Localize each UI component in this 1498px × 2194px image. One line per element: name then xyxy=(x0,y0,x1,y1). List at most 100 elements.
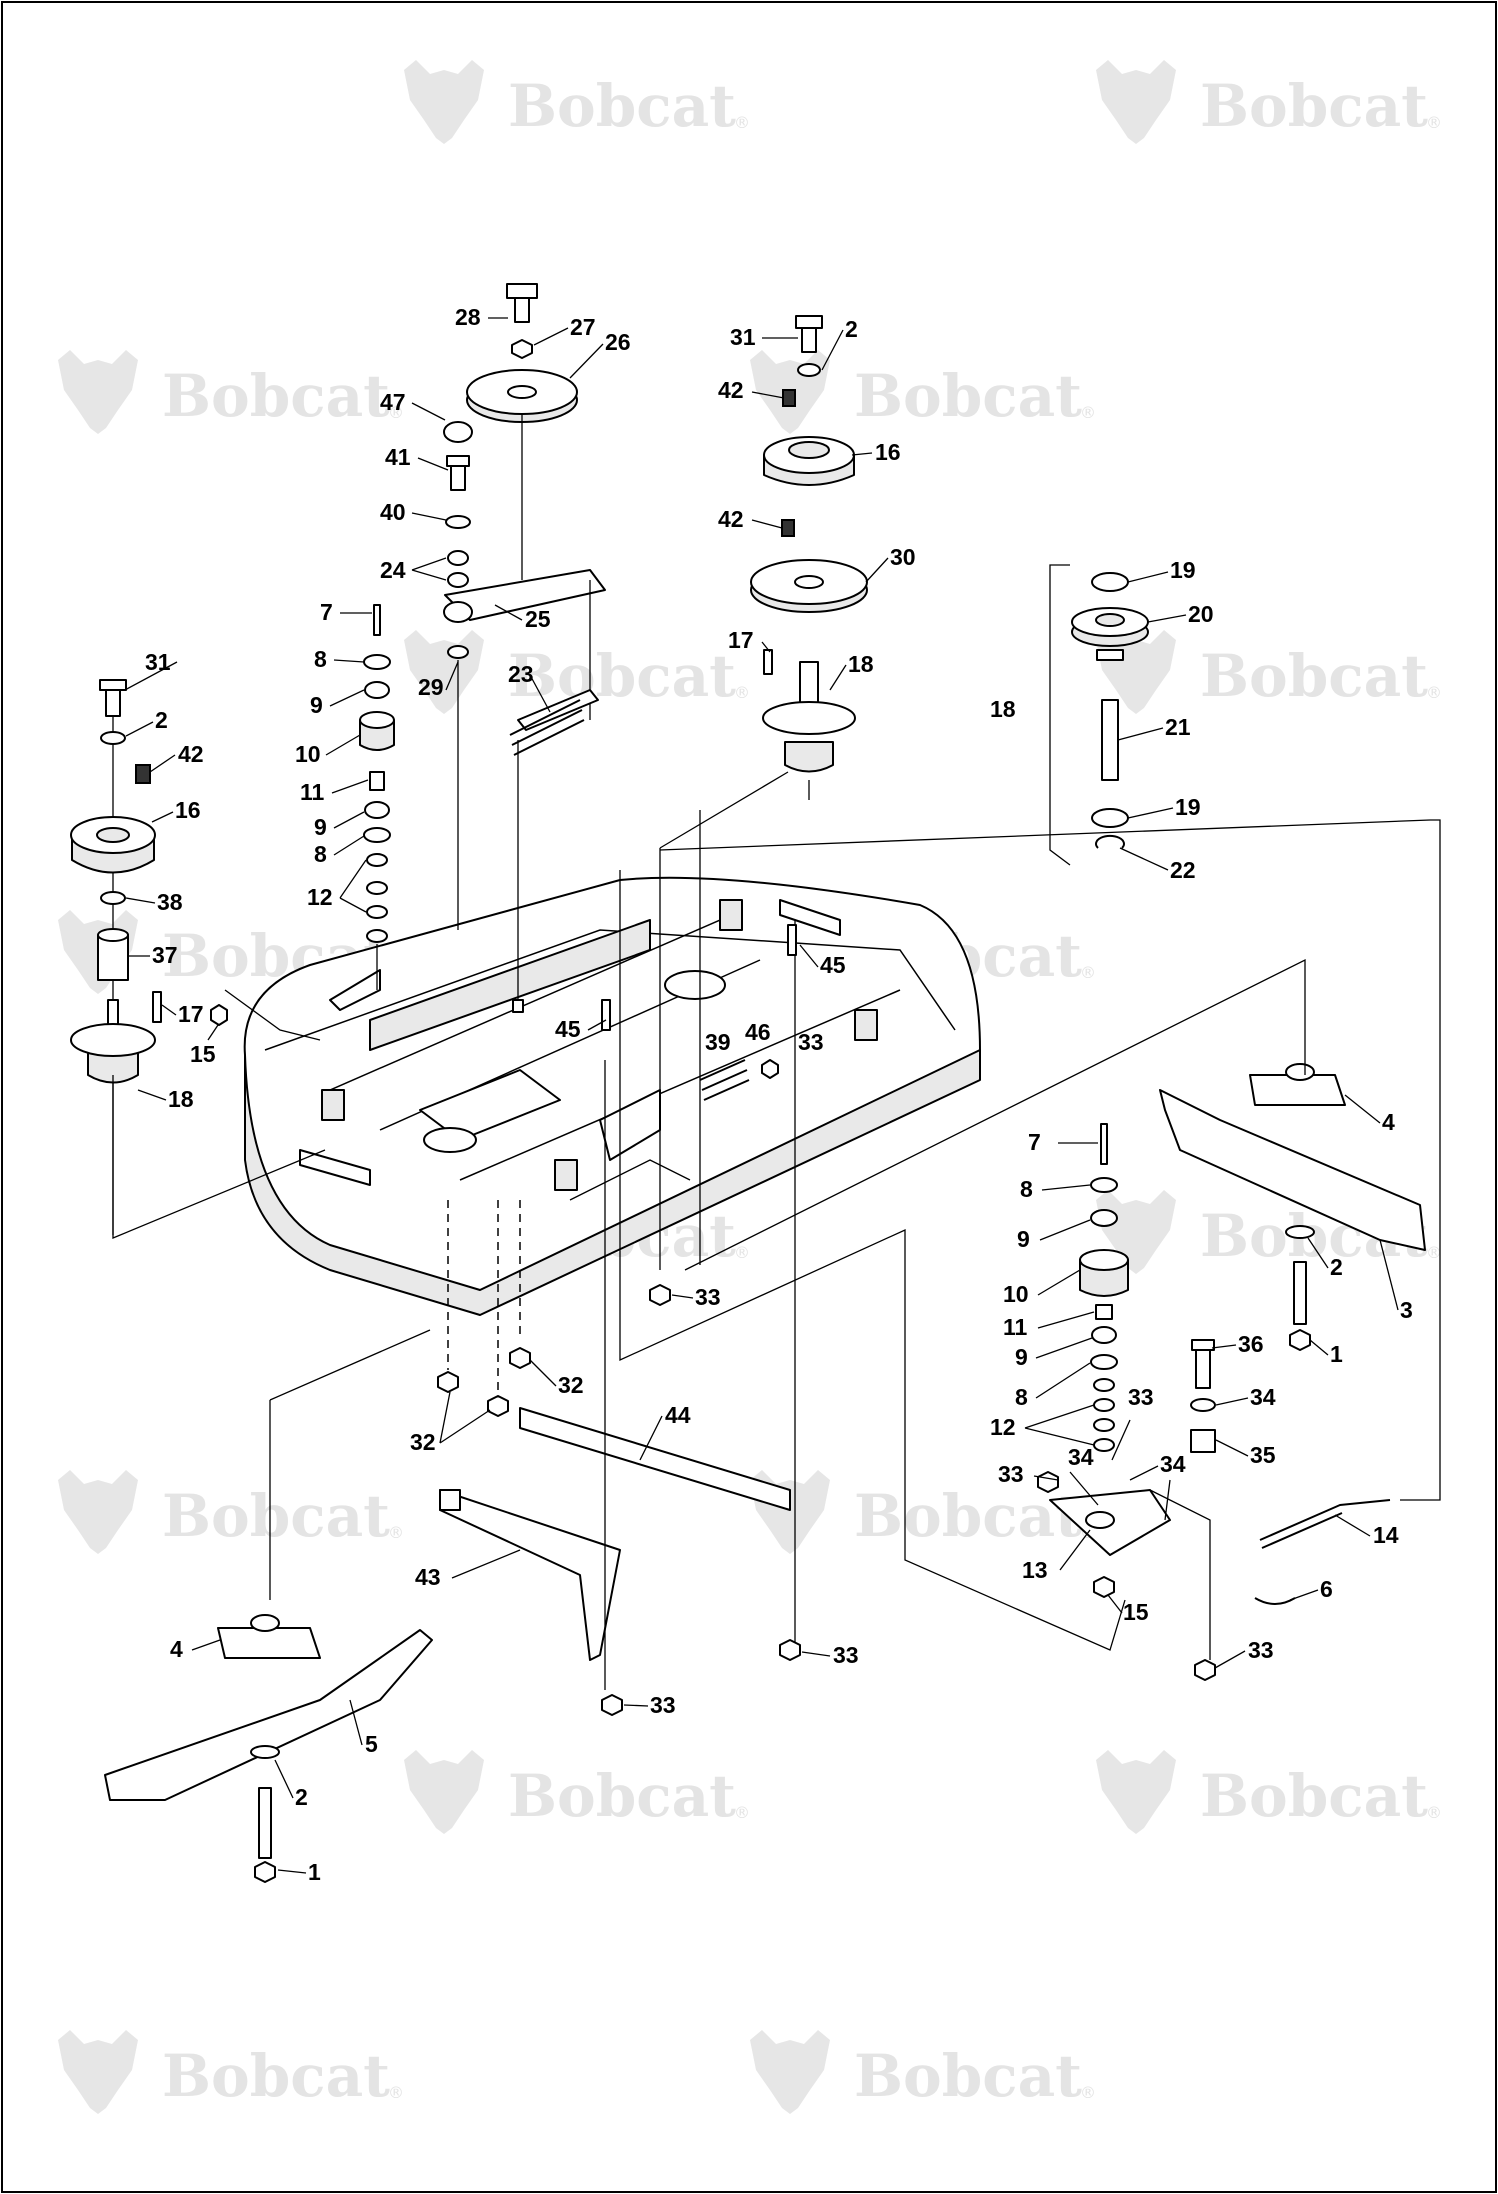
callout-33: 33 xyxy=(695,1284,721,1310)
callout-37: 37 xyxy=(152,942,178,968)
callout-leaders xyxy=(124,317,1399,1874)
callout-15: 15 xyxy=(1123,1599,1149,1625)
callout-2: 2 xyxy=(1330,1254,1343,1280)
callout-8: 8 xyxy=(314,841,327,867)
right-blade xyxy=(1159,1063,1426,1351)
callout-35: 35 xyxy=(1250,1442,1276,1468)
callout-33: 33 xyxy=(1248,1637,1274,1663)
callout-10: 10 xyxy=(295,741,321,767)
callout-16: 16 xyxy=(175,797,201,823)
callout-8: 8 xyxy=(1015,1384,1028,1410)
callout-34: 34 xyxy=(1068,1444,1094,1470)
callout-1: 1 xyxy=(308,1859,321,1885)
callout-12: 12 xyxy=(307,884,333,910)
callout-2: 2 xyxy=(155,707,168,733)
callout-20: 20 xyxy=(1188,601,1214,627)
callout-31: 31 xyxy=(145,649,171,675)
callout-10: 10 xyxy=(1003,1281,1029,1307)
callout-42: 42 xyxy=(178,741,204,767)
callout-14: 14 xyxy=(1373,1522,1399,1548)
callout-38: 38 xyxy=(157,889,183,915)
callout-39: 39 xyxy=(705,1029,731,1055)
callout-7: 7 xyxy=(320,599,333,625)
bobcat-logo-watermark xyxy=(1096,1750,1442,1834)
callout-23: 23 xyxy=(508,661,534,687)
callout-44: 44 xyxy=(665,1402,691,1428)
callout-46: 46 xyxy=(745,1019,771,1045)
callout-19: 19 xyxy=(1175,794,1201,820)
callout-47: 47 xyxy=(380,389,406,415)
callout-33: 33 xyxy=(998,1461,1024,1487)
callout-19: 19 xyxy=(1170,557,1196,583)
callout-21: 21 xyxy=(1165,714,1191,740)
callout-31: 31 xyxy=(730,324,756,350)
callout-18: 18 xyxy=(990,696,1016,722)
right-idler-bracket-stack xyxy=(1037,1123,1391,1681)
callout-45: 45 xyxy=(820,952,846,978)
callout-9: 9 xyxy=(1017,1226,1030,1252)
callout-16: 16 xyxy=(875,439,901,465)
callout-30: 30 xyxy=(890,544,916,570)
center-spindle-stack xyxy=(659,315,868,1270)
callout-34: 34 xyxy=(1250,1384,1276,1410)
callout-41: 41 xyxy=(385,444,411,470)
callout-9: 9 xyxy=(314,814,327,840)
bobcat-logo-watermark xyxy=(404,60,750,144)
callout-42: 42 xyxy=(718,377,744,403)
callout-2: 2 xyxy=(845,316,858,342)
callout-18: 18 xyxy=(848,651,874,677)
callout-3: 3 xyxy=(1400,1297,1413,1323)
callout-6: 6 xyxy=(1320,1576,1333,1602)
idler-arm-stack xyxy=(443,283,606,930)
callout-18: 18 xyxy=(168,1086,194,1112)
callout-45: 45 xyxy=(555,1016,581,1042)
callout-25: 25 xyxy=(525,606,551,632)
callout-11: 11 xyxy=(1003,1314,1028,1340)
callout-43: 43 xyxy=(415,1564,441,1590)
callout-5: 5 xyxy=(365,1731,378,1757)
bobcat-logo-watermark xyxy=(750,2030,1096,2114)
callout-36: 36 xyxy=(1238,1331,1264,1357)
bobcat-logo-watermark xyxy=(404,1750,750,1834)
callout-33: 33 xyxy=(650,1692,676,1718)
callout-17: 17 xyxy=(178,1001,204,1027)
callout-17: 17 xyxy=(728,627,754,653)
callout-1: 1 xyxy=(1330,1341,1343,1367)
bobcat-logo-watermark xyxy=(58,2030,404,2114)
callout-42: 42 xyxy=(718,506,744,532)
left-blade xyxy=(104,1614,433,1883)
callout-29: 29 xyxy=(418,674,444,700)
callout-9: 9 xyxy=(1015,1344,1028,1370)
callout-8: 8 xyxy=(1020,1176,1033,1202)
callout-28: 28 xyxy=(455,304,481,330)
callout-11: 11 xyxy=(300,779,325,805)
callout-13: 13 xyxy=(1022,1557,1048,1583)
callout-7: 7 xyxy=(1028,1129,1041,1155)
callout-labels: 28 27 26 47 41 40 24 25 7 8 9 29 23 10 1… xyxy=(145,304,1413,1885)
callout-40: 40 xyxy=(380,499,406,525)
connector-lines xyxy=(112,810,1441,1716)
callout-22: 22 xyxy=(1170,857,1196,883)
callout-4: 4 xyxy=(170,1636,183,1662)
callout-34: 34 xyxy=(1160,1451,1186,1477)
callout-33: 33 xyxy=(798,1029,824,1055)
spring-23 xyxy=(509,699,585,1013)
callout-33: 33 xyxy=(1128,1384,1154,1410)
callout-12: 12 xyxy=(990,1414,1016,1440)
bobcat-logo-watermark xyxy=(58,350,404,434)
bobcat-logo-watermark xyxy=(750,350,1096,434)
bobcat-logo-watermark xyxy=(58,1470,404,1554)
callout-27: 27 xyxy=(570,314,596,340)
mower-deck xyxy=(243,876,981,1316)
callout-8: 8 xyxy=(314,646,327,672)
lower-brackets xyxy=(439,1407,791,1661)
callout-4: 4 xyxy=(1382,1109,1395,1135)
callout-33: 33 xyxy=(833,1642,859,1668)
bobcat-logo-watermark xyxy=(1096,60,1442,144)
callout-15: 15 xyxy=(190,1041,216,1067)
callout-2: 2 xyxy=(295,1784,308,1810)
bobcat-logo-watermark xyxy=(1096,630,1442,714)
callout-9: 9 xyxy=(310,692,323,718)
